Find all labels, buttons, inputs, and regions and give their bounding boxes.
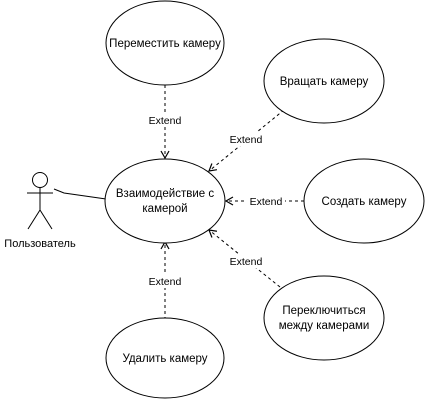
switch-label-line-2: между камерами [279,320,370,332]
use-case-move-camera[interactable]: Переместить камеру [105,0,225,86]
edge-label-rotate: Extend [227,132,265,146]
actor-user[interactable]: Пользователь [4,172,76,251]
svg-text:Extend: Extend [230,256,263,268]
actor-left-leg [27,209,41,230]
use-case-switch-cameras[interactable]: Переключиться между камерами [263,275,385,361]
use-case-create-camera[interactable]: Создать камеру [303,158,425,244]
use-case-interact-camera[interactable]: Взаимодействие с камерой [104,158,226,244]
edge-label-create: Extend [247,194,285,208]
use-case-delete-camera[interactable]: Удалить камеру [105,317,225,399]
central-label-line-2: камерой [142,203,187,215]
svg-text:Extend: Extend [149,276,182,288]
edge-label-move: Extend [146,113,184,127]
use-case-rotate-label: Вращать камеру [280,76,369,88]
use-case-create-label: Создать камеру [322,196,407,208]
switch-label-line-1: Переключиться [282,305,365,317]
edge-label-delete: Extend [146,274,184,288]
actor-head [32,172,48,188]
central-label-line-1: Взаимодействие с [116,188,214,200]
svg-text:Extend: Extend [250,196,283,208]
svg-text:Extend: Extend [230,134,263,146]
edge-label-switch: Extend [227,254,265,268]
use-case-rotate-camera[interactable]: Вращать камеру [263,38,385,124]
actor-label: Пользователь [4,238,76,250]
association-line [53,188,107,200]
use-case-delete-label: Удалить камеру [122,353,207,365]
svg-text:Extend: Extend [149,115,182,127]
use-case-move-label: Переместить камеру [109,38,221,50]
actor-right-leg [39,209,53,230]
